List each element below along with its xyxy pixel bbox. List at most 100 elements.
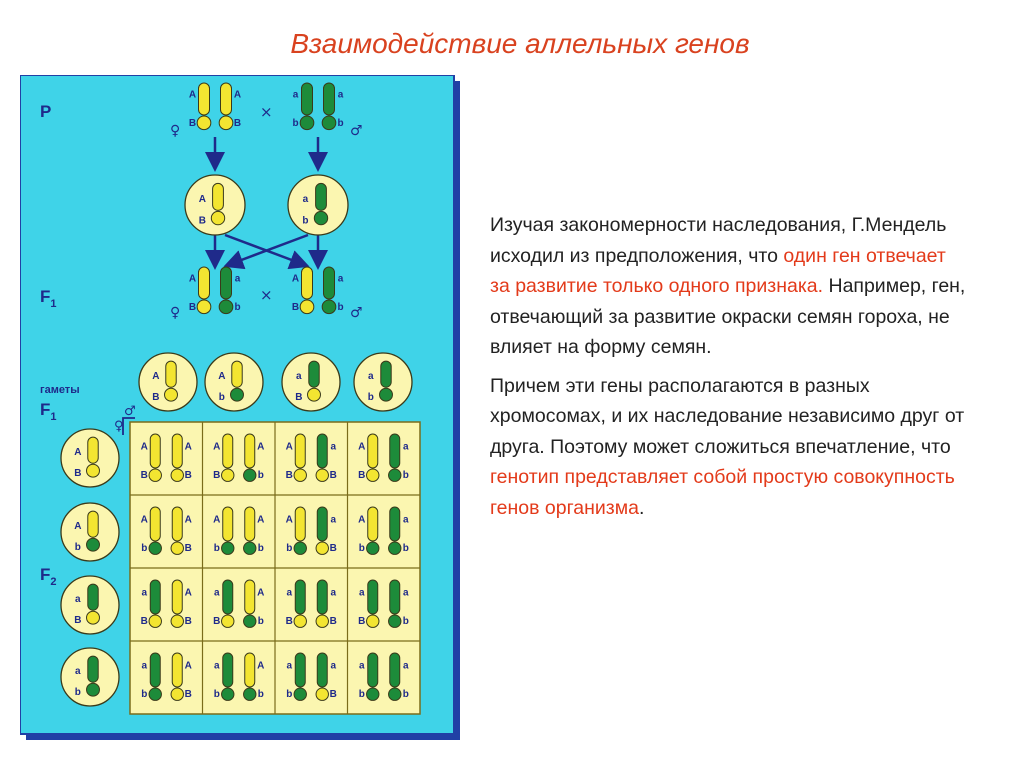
chromosome-yellow	[244, 652, 256, 688]
gene-ball-yellow	[170, 541, 184, 555]
paragraph-1-text: Изучая закономерности наследования, Г.Ме…	[490, 214, 947, 267]
allele-label: A	[257, 660, 264, 671]
allele-label: B	[330, 470, 337, 481]
gene-ball-green	[366, 687, 380, 701]
allele-label: a	[330, 587, 336, 598]
male-symbol-p: ♂	[350, 123, 363, 139]
male-symbol-gametes: ♂	[124, 404, 136, 419]
chromosome-green	[367, 652, 379, 688]
allele-label: a	[368, 371, 374, 382]
gene-ball-green	[293, 687, 307, 701]
allele-label: B	[358, 616, 365, 627]
chromosome-green	[87, 655, 99, 683]
allele-label: A	[199, 194, 206, 205]
allele-label: B	[141, 470, 148, 481]
chromosome-yellow	[222, 506, 234, 542]
allele-label: a	[403, 587, 409, 598]
allele-label: a	[403, 441, 409, 452]
allele-label: B	[358, 470, 365, 481]
gene-ball-green	[388, 687, 402, 701]
allele-label: B	[189, 118, 196, 129]
allele-label: a	[359, 660, 365, 671]
allele-label: A	[218, 371, 225, 382]
gene-ball-green	[230, 387, 244, 402]
allele-label: b	[214, 543, 220, 554]
male-symbol-f1: ♂	[350, 305, 363, 321]
allele-label: A	[185, 514, 192, 525]
gene-ball-yellow	[86, 463, 100, 478]
allele-label: a	[330, 441, 336, 452]
arrow-gametes-corner	[122, 417, 135, 435]
allele-label: A	[141, 514, 148, 525]
allele-label: B	[199, 216, 206, 227]
female-symbol-gametes: ♀	[114, 419, 124, 434]
allele-label: a	[338, 273, 344, 284]
allele-label: A	[292, 273, 299, 284]
gene-ball-yellow	[170, 468, 184, 482]
gene-ball-yellow	[164, 387, 178, 402]
gene-ball-yellow	[218, 115, 234, 131]
allele-label: b	[337, 118, 343, 129]
chromosome-green	[220, 266, 232, 300]
gene-ball-green	[218, 299, 234, 315]
chromosome-green	[316, 652, 328, 688]
chromosome-yellow	[367, 433, 379, 469]
allele-label: A	[286, 441, 293, 452]
allele-label: b	[141, 543, 147, 554]
chromosome-green	[87, 583, 99, 611]
gene-ball-yellow	[170, 687, 184, 701]
allele-label: a	[303, 194, 309, 205]
allele-label: A	[213, 441, 220, 452]
gene-ball-yellow	[307, 387, 321, 402]
chromosome-green	[316, 579, 328, 615]
allele-label: b	[359, 543, 365, 554]
allele-label: A	[286, 514, 293, 525]
gene-ball-green	[243, 687, 257, 701]
chromosome-green	[323, 82, 335, 116]
allele-label: A	[213, 514, 220, 525]
allele-label: a	[330, 514, 336, 525]
chromosome-green	[294, 652, 306, 688]
gene-ball-green	[388, 541, 402, 555]
allele-label: A	[257, 514, 264, 525]
gene-ball-green	[243, 614, 257, 628]
chromosome-yellow	[244, 579, 256, 615]
gene-ball-yellow	[210, 210, 226, 226]
allele-label: b	[368, 392, 374, 403]
allele-label: B	[213, 616, 220, 627]
gene-ball-yellow	[315, 541, 329, 555]
chromosome-yellow	[171, 433, 183, 469]
allele-label: b	[359, 689, 365, 700]
allele-label: B	[74, 468, 81, 479]
allele-label: b	[403, 689, 409, 700]
gene-ball-green	[86, 682, 100, 697]
gene-ball-green	[313, 210, 329, 226]
gene-ball-yellow	[148, 614, 162, 628]
gene-ball-yellow	[196, 115, 212, 131]
allele-label: a	[214, 587, 220, 598]
slide-title: Взаимодействие аллельных генов	[290, 28, 750, 59]
chromosome-yellow	[87, 510, 99, 538]
chromosome-yellow	[165, 360, 177, 388]
allele-label: B	[213, 470, 220, 481]
allele-label: B	[189, 302, 196, 313]
chromosome-yellow	[87, 436, 99, 464]
cross-symbol-p: ×	[260, 103, 273, 121]
allele-label: A	[358, 514, 365, 525]
gene-ball-green	[148, 541, 162, 555]
chromosome-yellow	[244, 433, 256, 469]
allele-label: A	[358, 441, 365, 452]
gene-ball-green	[388, 468, 402, 482]
allele-label: A	[189, 273, 196, 284]
allele-label: B	[234, 118, 241, 129]
gene-ball-yellow	[315, 468, 329, 482]
chromosome-green	[149, 579, 161, 615]
gene-ball-green	[388, 614, 402, 628]
chromosome-yellow	[198, 266, 210, 300]
allele-label: A	[74, 447, 81, 458]
allele-label: A	[257, 441, 264, 452]
allele-label: B	[295, 392, 302, 403]
allele-label: B	[185, 616, 192, 627]
allele-label: a	[296, 371, 302, 382]
female-symbol-p: ♀	[170, 123, 180, 139]
